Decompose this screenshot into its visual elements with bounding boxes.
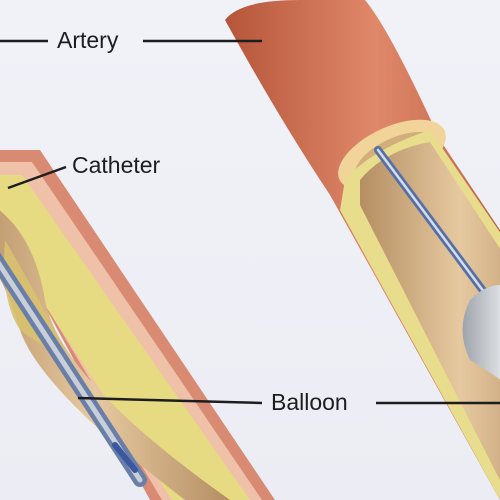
left-catheter-highlight <box>0 260 143 483</box>
artery-label: Artery <box>57 27 119 53</box>
right-balloon <box>462 285 500 380</box>
left-catheter-tip <box>112 442 138 473</box>
catheter-leader <box>7 165 67 190</box>
left-vessel-plaque <box>0 175 250 500</box>
left-vessel <box>0 150 275 500</box>
left-vessel-stenosis <box>4 240 70 360</box>
balloon-leader-left <box>77 396 263 405</box>
balloon-label: Balloon <box>271 389 348 415</box>
right-vessel-lumen <box>360 142 500 481</box>
leader-lines <box>0 39 500 405</box>
right-catheter-highlight <box>376 148 492 302</box>
catheter-label: Catheter <box>72 152 161 178</box>
right-vessel <box>225 0 500 500</box>
